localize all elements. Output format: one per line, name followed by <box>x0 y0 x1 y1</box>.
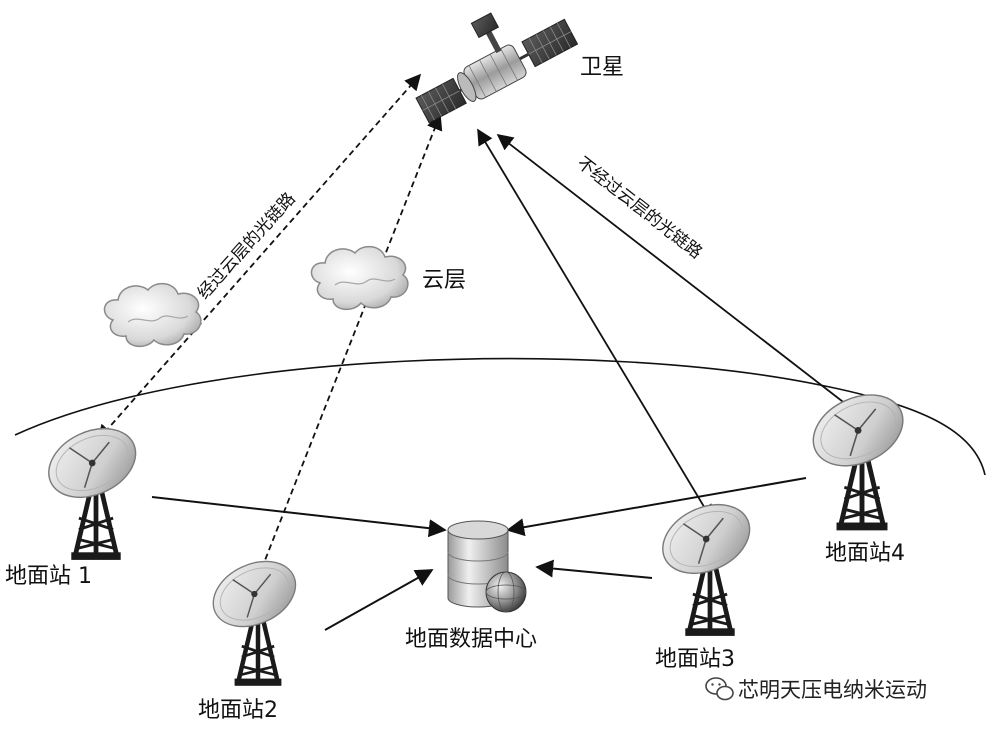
ground-station-1-dish-icon <box>38 415 147 560</box>
link-gs3-satellite <box>477 128 713 522</box>
data-center-label: 地面数据中心 <box>405 627 537 652</box>
watermark-text: 芯明天压电纳米运动 <box>738 678 927 702</box>
globe-icon <box>485 571 527 613</box>
ground-station-1-label: 地面站 1 <box>5 564 92 589</box>
link-gs4-satellite <box>496 134 862 416</box>
cloud-icon <box>310 245 409 311</box>
link-gs3-datacenter <box>535 559 653 579</box>
wechat-icon <box>705 677 734 701</box>
link-through-cloud-label: 经过云层的光链路 <box>194 189 300 303</box>
ground-station-3-label: 地面站3 <box>655 647 735 672</box>
cloud-icon <box>103 282 202 348</box>
link-gs2-datacenter <box>324 569 434 631</box>
link-gs2-satellite <box>255 113 443 580</box>
ground-station-4-dish-icon <box>802 381 915 530</box>
ground-station-4-label: 地面站4 <box>825 541 905 566</box>
ground-station-2-label: 地面站2 <box>198 698 278 723</box>
link-gs1-datacenter <box>151 496 447 538</box>
ground-station-3-dish-icon <box>652 491 761 636</box>
satellite-icon <box>415 12 579 124</box>
satellite-label: 卫星 <box>580 55 624 80</box>
ground-station-2-dish-icon <box>203 549 306 686</box>
cloud-layer-label: 云层 <box>422 268 466 293</box>
link-gs4-datacenter <box>506 477 807 537</box>
